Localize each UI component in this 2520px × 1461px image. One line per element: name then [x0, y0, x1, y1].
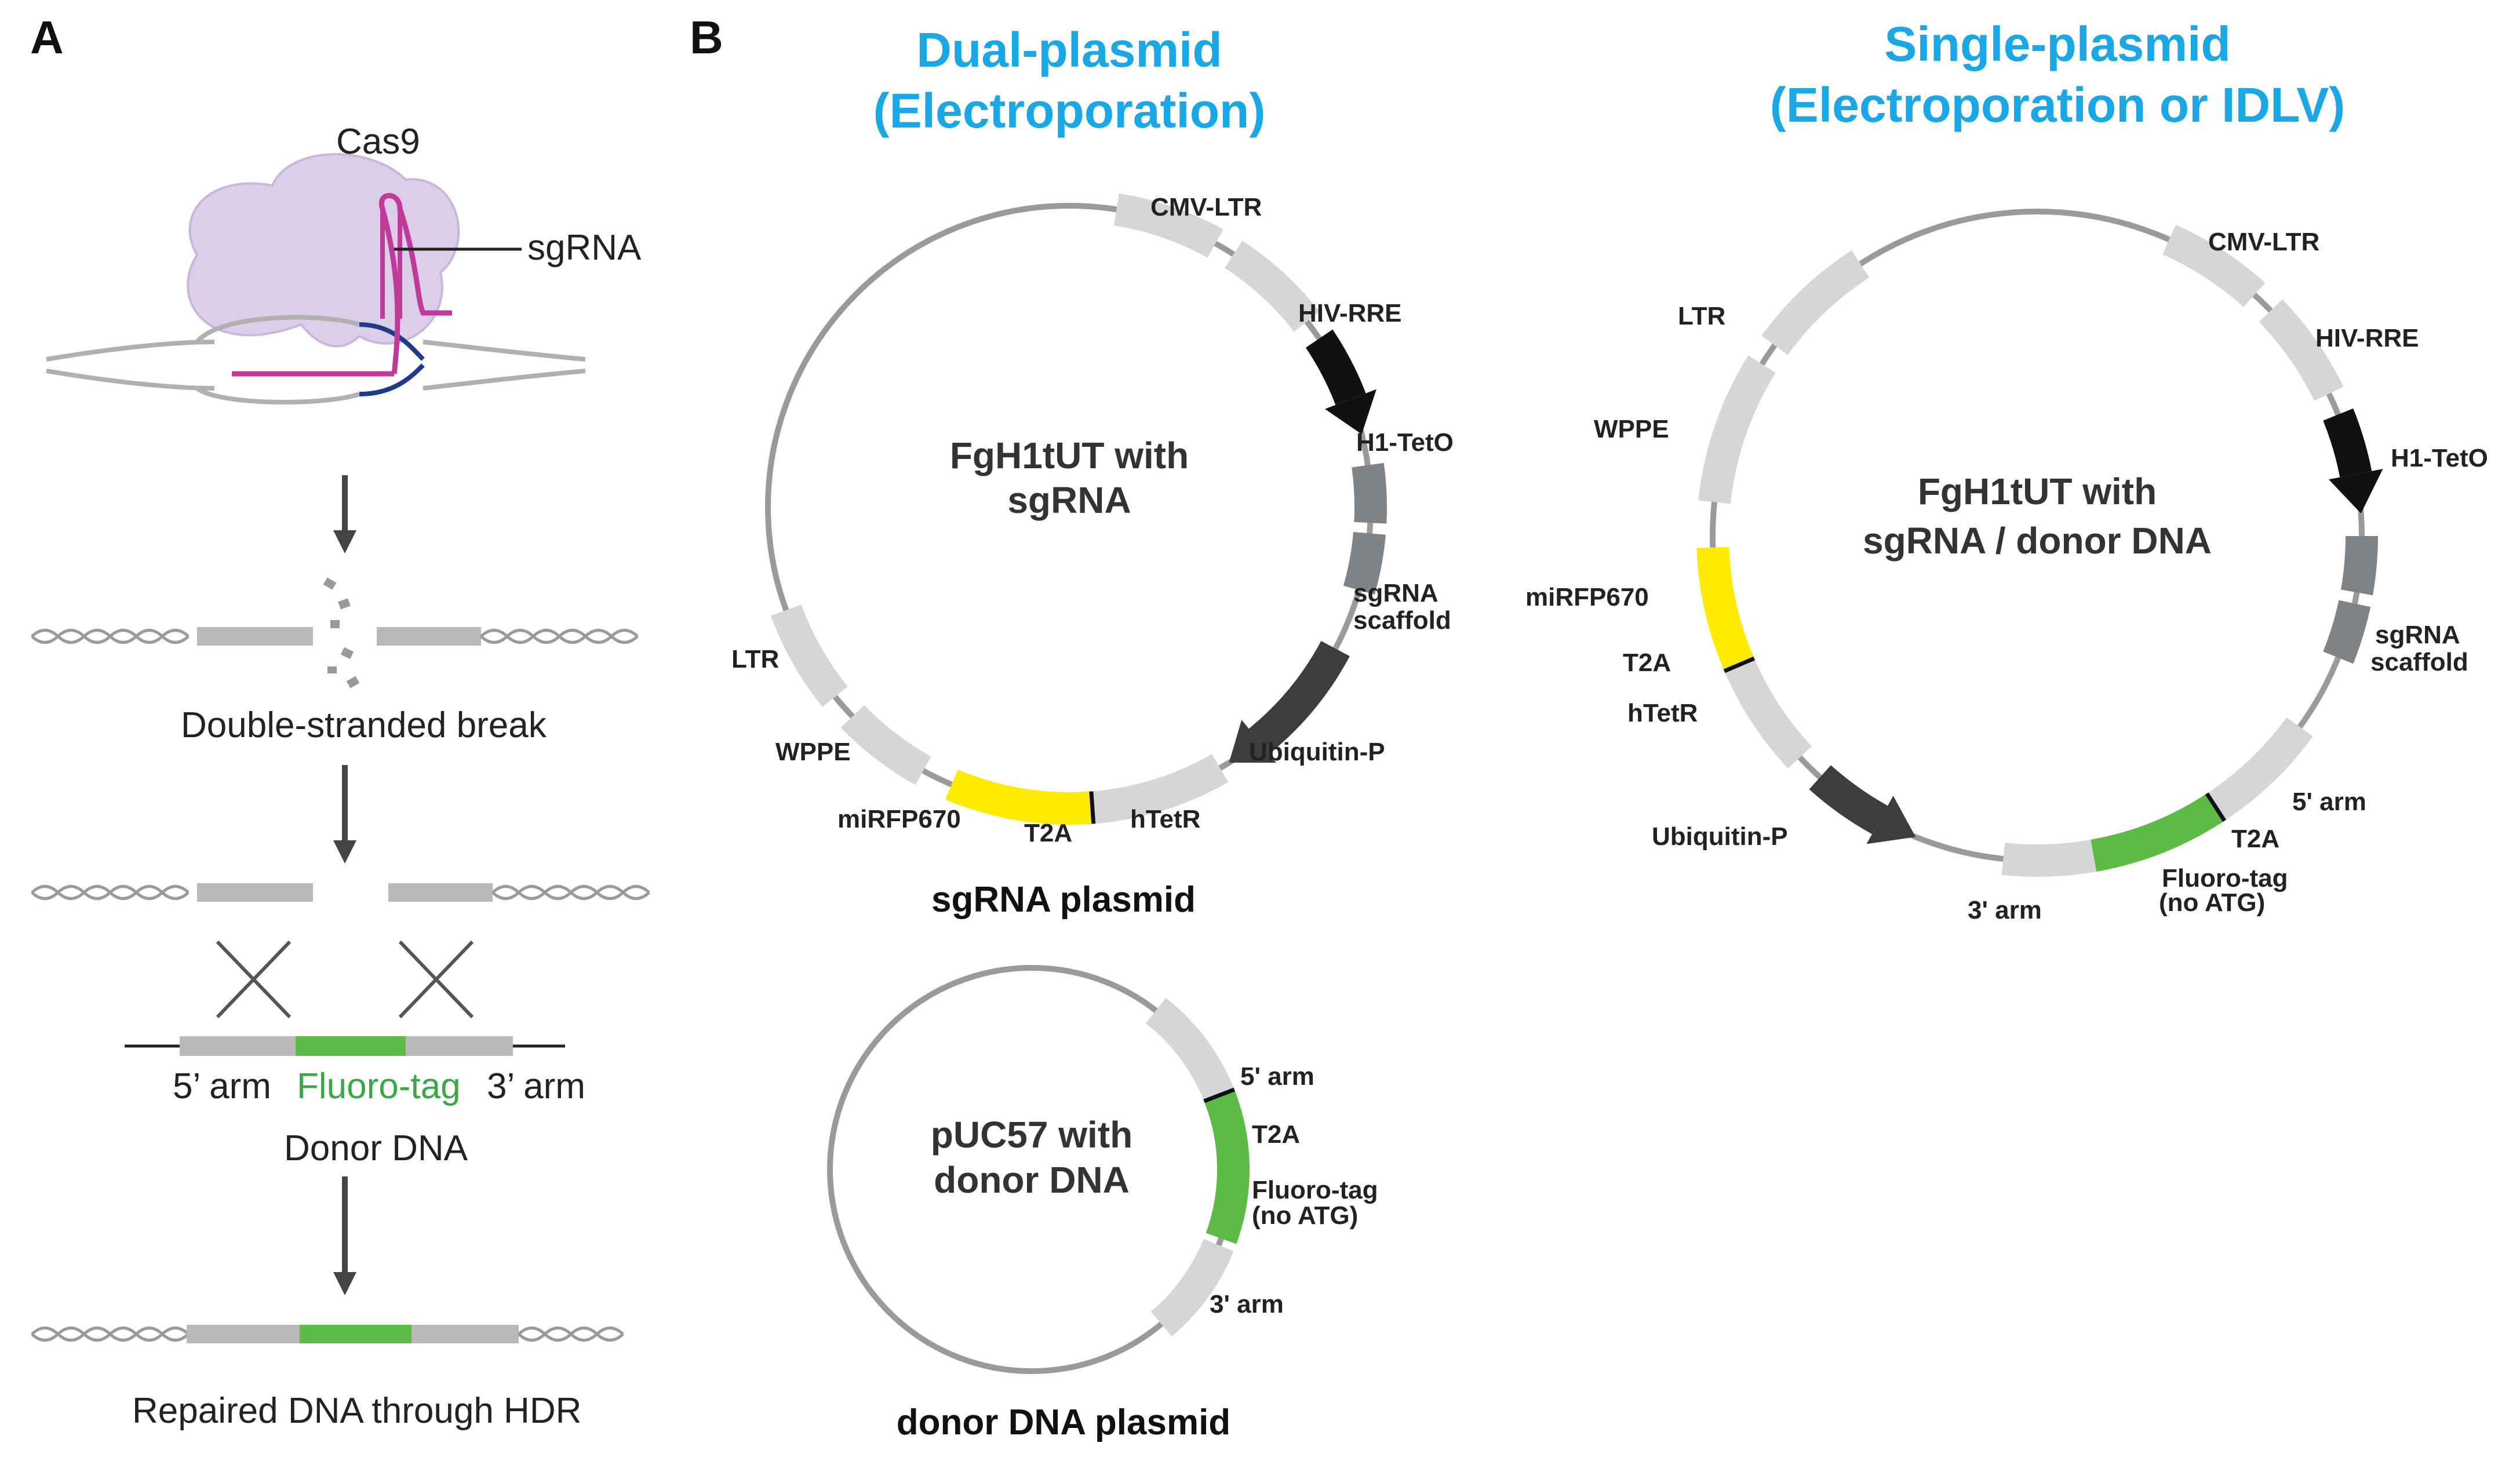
p1-sgrna-segment	[1352, 462, 1387, 524]
p3-fluoro-label-1: Fluoro-tag	[2162, 864, 2288, 892]
p1-ubiquitin-arrow-head	[1229, 720, 1277, 763]
sgrna-plasmid-caption: sgRNA plasmid	[931, 880, 1196, 920]
donor-plasmid-map	[827, 965, 1250, 1374]
p2-t2a-label: T2A	[1252, 1120, 1300, 1149]
p1-htetr-label: hTetR	[1130, 805, 1200, 833]
repaired-label: Repaired DNA through HDR	[132, 1391, 581, 1431]
p2-arm5-segment	[1145, 997, 1236, 1103]
single-title-line2: (Electroporation or IDLV)	[1770, 78, 2345, 132]
single-plasmid-segments	[1696, 224, 2383, 877]
p1-h1-label: H1-TetO	[1356, 428, 1454, 457]
donor-5arm-label: 5’ arm	[173, 1066, 271, 1106]
p3-h1-arrow-head	[2328, 469, 2383, 513]
donor-plasmid-caption: donor DNA plasmid	[897, 1402, 1230, 1442]
p3-sgrna-segment	[2340, 535, 2378, 596]
sgrna-plasmid-segments	[771, 193, 1387, 825]
p1-h1-arrow-head	[1325, 389, 1376, 435]
p3-mirfp-label: miRFP670	[1525, 583, 1649, 611]
dsb-dna	[32, 577, 638, 688]
p1-cmv-label: CMV-LTR	[1150, 193, 1262, 221]
single-plasmid-center-line1: FgH1tUT with	[1918, 471, 2157, 512]
p3-wppe-label: WPPE	[1594, 415, 1669, 443]
p3-arm5-segment	[2205, 717, 2313, 822]
p3-wppe-segment	[1698, 355, 1776, 504]
single-plasmid-center-line2: sgRNA / donor DNA	[1863, 520, 2212, 562]
p1-wppe-segment	[840, 705, 931, 785]
p1-scaffold-label-1: sgRNA	[1353, 579, 1439, 607]
sgrna-plasmid-center-line2: sgRNA	[1007, 479, 1131, 521]
dual-title-line1: Dual-plasmid	[916, 23, 1222, 77]
p3-htetr-segment	[1723, 656, 1812, 769]
dsb-label: Double-stranded break	[181, 705, 547, 745]
cas9-label: Cas9	[336, 122, 420, 162]
donor-dna-label: Donor DNA	[284, 1128, 468, 1168]
donor-fluoro-label: Fluoro-tag	[297, 1066, 461, 1106]
p1-ltr-segment	[771, 604, 848, 707]
p3-arm3-label: 3' arm	[1968, 896, 2042, 924]
dual-title-line2: (Electroporation)	[873, 83, 1266, 138]
p3-arm3-segment	[2001, 839, 2097, 877]
p3-cmv-label: CMV-LTR	[2208, 228, 2319, 256]
p3-hiv-label: HIV-RRE	[2315, 324, 2419, 352]
p3-ubiquitin-arrow	[1809, 765, 1888, 835]
p3-h1-arrow	[2323, 408, 2372, 478]
p1-scaffold-segment	[1343, 531, 1386, 595]
p1-ubiq-label: Ubiquitin-P	[1249, 738, 1385, 766]
repaired-dna	[32, 1325, 623, 1343]
p2-fluoro-segment	[1204, 1091, 1250, 1244]
p1-wppe-label: WPPE	[775, 738, 851, 766]
sgrna-label: sgRNA	[527, 228, 642, 268]
p1-hiv-segment	[1224, 241, 1320, 332]
p3-scaffold-label-2: scaffold	[2370, 648, 2468, 676]
p3-ubiq-label: Ubiquitin-P	[1652, 822, 1788, 851]
donor-plasmid-segments	[1145, 997, 1250, 1337]
p3-mirfp-segment	[1696, 546, 1754, 669]
panel-b-label: B	[690, 12, 723, 63]
p3-htetr-label: hTetR	[1627, 699, 1698, 727]
p1-ltr-label: LTR	[731, 645, 779, 673]
donor-recombination	[32, 883, 649, 1056]
p3-t2a-left-label: T2A	[1623, 648, 1671, 677]
p2-arm5-label: 5' arm	[1240, 1062, 1314, 1091]
p2-arm3-segment	[1150, 1238, 1234, 1337]
single-title-line1: Single-plasmid	[1884, 17, 2230, 71]
p3-ltr-label: LTR	[1678, 302, 1725, 330]
p1-t2a-label: T2A	[1024, 819, 1072, 847]
p3-hiv-segment	[2259, 299, 2344, 402]
donor-3arm-label: 3’ arm	[487, 1066, 585, 1106]
p3-h1-label: H1-TetO	[2391, 444, 2488, 472]
p1-h1-arrow	[1305, 329, 1366, 405]
p1-htetr-segment	[1089, 753, 1228, 824]
p1-mirfp-label: miRFP670	[837, 805, 961, 833]
p3-scaffold-label-1: sgRNA	[2375, 621, 2460, 649]
sgrna-plasmid-map	[765, 193, 1387, 825]
p2-arm3-label: 3' arm	[1210, 1290, 1284, 1318]
single-plasmid-map	[1696, 209, 2383, 877]
p3-ltr-segment	[1761, 250, 1870, 355]
p3-ubiquitin-arrow-head	[1866, 796, 1916, 844]
p3-cmv-segment	[2162, 224, 2266, 307]
p3-fluoro-label-2: (no ATG)	[2159, 888, 2265, 917]
p2-fluoro-label-2: (no ATG)	[1252, 1201, 1358, 1230]
p1-mirfp-segment	[945, 769, 1092, 825]
panel-a-label: A	[30, 12, 64, 63]
p3-scaffold-segment	[2323, 600, 2371, 664]
p1-ubiquitin-arrow	[1248, 640, 1350, 754]
donor-plasmid-center-line2: donor DNA	[934, 1159, 1130, 1201]
p1-hiv-label: HIV-RRE	[1298, 299, 1401, 327]
p3-arm5-label: 5' arm	[2292, 788, 2366, 816]
p1-cmv-segment	[1113, 193, 1223, 258]
p3-t2a-right-label: T2A	[2231, 825, 2279, 853]
sgrna-plasmid-center-line1: FgH1tUT with	[950, 435, 1189, 476]
donor-plasmid-center-line1: pUC57 with	[931, 1114, 1132, 1156]
p1-scaffold-label-2: scaffold	[1353, 606, 1451, 635]
p2-fluoro-label-1: Fluoro-tag	[1252, 1176, 1378, 1204]
cas9-complex-illustration	[46, 153, 586, 405]
p3-fluoro-segment	[2091, 795, 2223, 872]
